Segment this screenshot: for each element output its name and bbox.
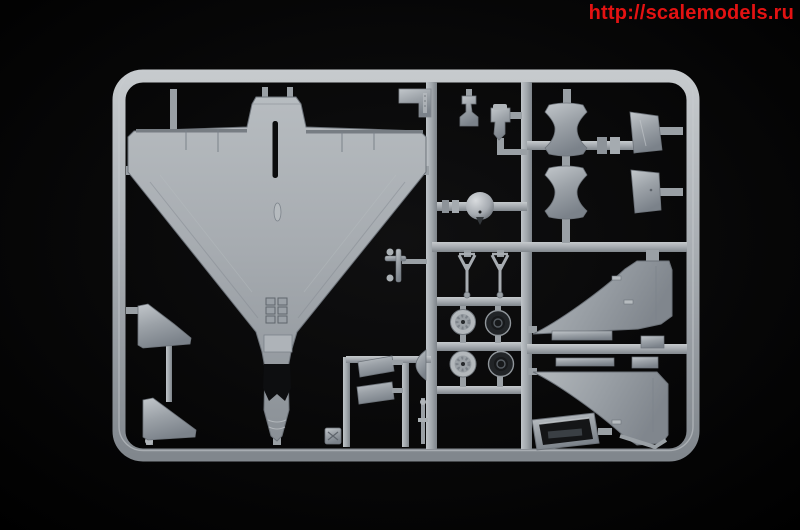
watermark-url: http://scalemodels.ru xyxy=(588,2,794,24)
sprue-id-tab xyxy=(398,88,432,118)
tail-fin-half-lower-part xyxy=(532,356,669,450)
canopy-frame-plate-parts xyxy=(356,355,403,405)
intake-duct-box-part xyxy=(531,412,600,451)
exhaust-trunk-half-parts xyxy=(544,102,588,220)
ejection-seat-part xyxy=(459,89,479,127)
antenna-cluster-part xyxy=(384,248,427,283)
cockpit-detail-part xyxy=(490,104,527,155)
wheel-parts xyxy=(449,306,515,387)
probe-part xyxy=(418,398,428,444)
radome-dome-part xyxy=(466,192,494,225)
landing-gear-strut-parts xyxy=(457,252,510,299)
aircraft-fuselage-top-half-part xyxy=(127,96,427,442)
tail-fin-half-upper-part xyxy=(532,260,673,349)
access-panel-parts xyxy=(629,111,663,214)
half-round-fairing-part xyxy=(415,349,427,381)
small-clip-part xyxy=(324,427,342,445)
canard-foreplane-parts xyxy=(137,303,197,441)
